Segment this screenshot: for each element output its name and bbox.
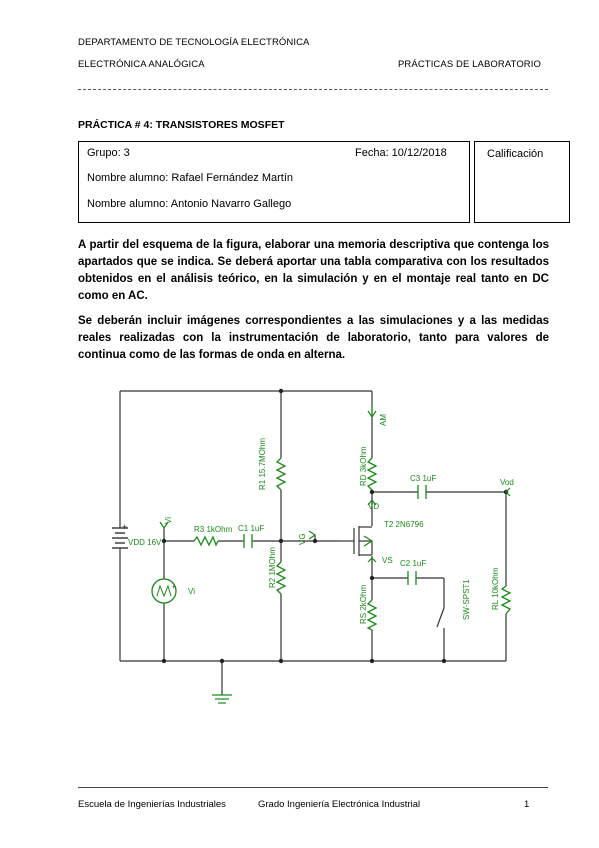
vs-label: VS xyxy=(382,556,393,565)
vd-label: VD xyxy=(368,502,379,511)
student-name-1: Nombre alumno: Rafael Fernández Martín xyxy=(87,172,294,184)
vi-plus: + xyxy=(172,585,176,591)
vdd-label: VDD 16V xyxy=(128,538,162,547)
instructions-paragraph-2: Se deberán incluir imágenes correspondie… xyxy=(78,315,549,361)
student-info-box: Grupo: 3 Fecha: 10/12/2018 Nombre alumno… xyxy=(78,141,470,223)
r2-label: R2 1MOhm xyxy=(268,547,277,588)
date-label: Fecha: 10/12/2018 xyxy=(355,147,447,159)
sw-label: SW-SPST1 xyxy=(462,579,471,620)
footer-school: Escuela de Ingenierías Industriales xyxy=(78,799,226,810)
header-section: PRÁCTICAS DE LABORATORIO xyxy=(398,59,541,70)
header-department: DEPARTAMENTO DE TECNOLOGÍA ELECTRÓNICA xyxy=(78,37,310,48)
grade-label: Calificación xyxy=(487,148,544,160)
grade-box: Calificación xyxy=(474,141,570,223)
rs-label: RS 2kOhm xyxy=(359,585,368,624)
t2-label: T2 2N6796 xyxy=(384,520,424,529)
r1-label: R1 15.7MOhm xyxy=(258,438,267,490)
c1-label: C1 1uF xyxy=(238,524,264,533)
rl-label: RL 10kOhm xyxy=(491,567,500,610)
student-name-2: Nombre alumno: Antonio Navarro Gallego xyxy=(87,198,292,210)
footer-degree: Grado Ingeniería Electrónica Industrial xyxy=(258,799,421,810)
rd-label: RD 3kOhm xyxy=(359,446,368,486)
vi-source-label: Vi xyxy=(188,587,195,596)
vod-label: Vod xyxy=(500,478,514,487)
header-subject: ELECTRÓNICA ANALÓGICA xyxy=(78,59,205,70)
vi-probe-label: Vi xyxy=(164,517,173,524)
c2-label: C2 1uF xyxy=(400,559,426,568)
instructions-paragraph-1: A partir del esquema de la figura, elabo… xyxy=(78,239,549,302)
practice-title: PRÁCTICA # 4: TRANSISTORES MOSFET xyxy=(78,119,285,131)
c3-label: C3 1uF xyxy=(410,474,436,483)
am-label: AM xyxy=(379,414,388,426)
header-divider xyxy=(78,89,548,90)
footer-divider xyxy=(78,787,548,788)
vdd-plus: + xyxy=(122,522,127,532)
vg-label: VG xyxy=(298,533,307,545)
r3-label: R3 1kOhm xyxy=(194,525,233,534)
group-label: Grupo: 3 xyxy=(87,147,130,159)
footer-page-number: 1 xyxy=(524,799,530,810)
